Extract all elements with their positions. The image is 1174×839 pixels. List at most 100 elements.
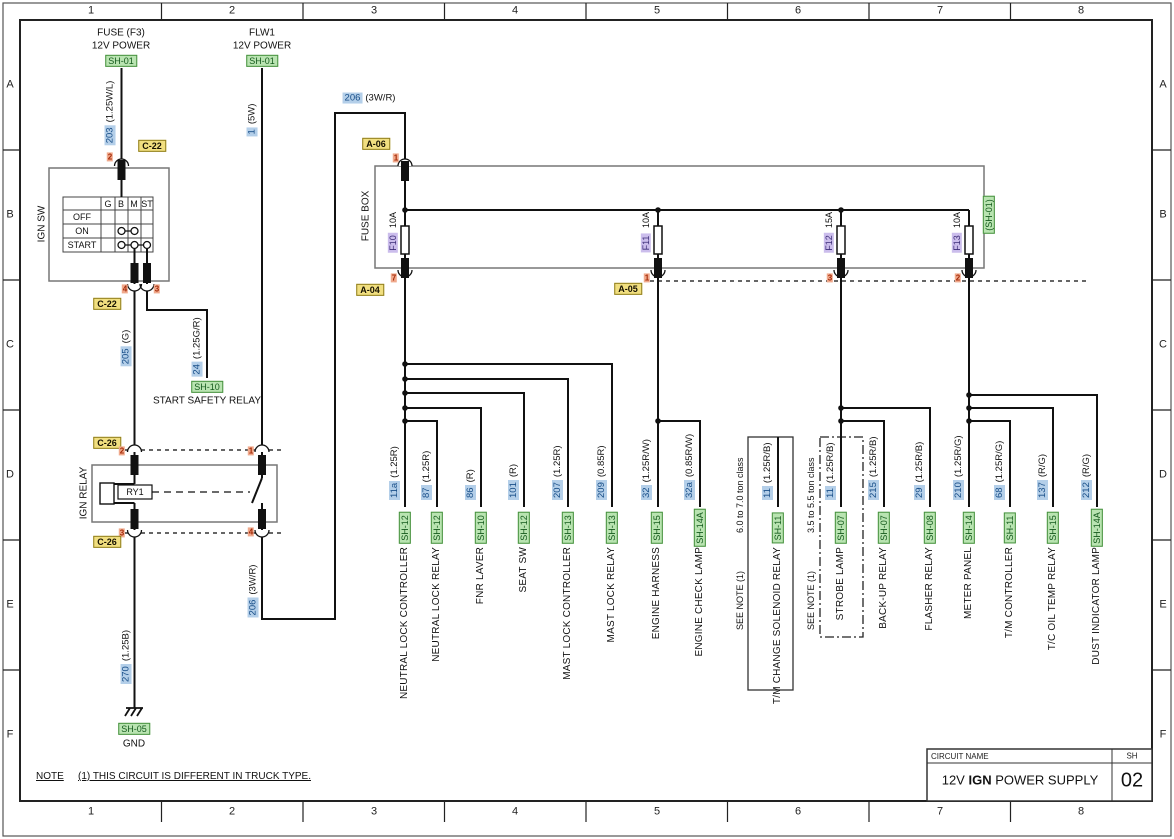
wire-number: 270 [120, 664, 132, 685]
sheet-ref-label: SH-01 [246, 54, 278, 68]
grid-col-label: 4 [511, 805, 519, 818]
wire-number: 1 [246, 127, 258, 137]
component-label: BACK-UP RELAY [878, 547, 889, 629]
title-block-sheet-label: SH [1126, 751, 1138, 761]
drop-wire-label: 11(1.25R/B) [825, 442, 837, 500]
circuit-name-post: POWER SUPPLY [991, 772, 1099, 788]
pin-number: 1 [643, 273, 651, 283]
pin-number: 3 [826, 273, 834, 283]
drop-wire-label: 68(1.25R/G) [994, 441, 1006, 500]
see-note-ref: SEE NOTE (1) [735, 570, 745, 630]
ign-relay-title: IGN RELAY [78, 466, 90, 520]
wire-number: 203 [104, 125, 116, 146]
pin-number: 3 [118, 528, 126, 538]
pin-number: 3 [153, 284, 161, 294]
note-label: NOTE [36, 771, 64, 782]
pin-number: 2 [118, 446, 126, 456]
sheet-ref-label: SH-05 [118, 722, 150, 736]
wire-gauge: (R/G) [1081, 453, 1092, 478]
wire-number: 24 [191, 362, 203, 377]
component-label: SEAT SW [518, 547, 529, 593]
wire-number: 11a [389, 480, 400, 500]
component-label: ENGINE HARNESS [651, 547, 662, 640]
component-label: NEUTRAL LOCK CONTROLLER [399, 547, 410, 700]
wire-gauge: (1.25R) [389, 446, 400, 478]
ground-label: GND [122, 738, 146, 750]
sheet-ref-label: SH-15 [1046, 512, 1060, 544]
component-label: MAST LOCK CONTROLLER [562, 547, 573, 680]
drop-wire-label: 86 (R) [465, 469, 477, 500]
connector-label-c26-bottom: C-26 [93, 535, 121, 549]
fuse-amp: 10A [951, 211, 962, 229]
sheet-number: 02 [1120, 769, 1144, 792]
grid-row-label: A [1159, 78, 1167, 91]
sw-table-col: M [130, 198, 138, 209]
sheet-ref-label: SH-07 [877, 512, 891, 544]
wire-gauge: (1.25R) [421, 450, 432, 483]
wire-number: 32a [684, 480, 695, 500]
source-fuse-f3: FUSE (F3) [97, 27, 145, 39]
sheet-ref-label: SH-12 [398, 512, 412, 544]
component-label: T/C OIL TEMP RELAY [1047, 547, 1058, 651]
wire-number: 209 [596, 480, 607, 500]
sheet-ref-label: SH-12 [430, 512, 444, 544]
grid-row-label: A [6, 78, 14, 91]
grid-row-label: E [1159, 598, 1167, 611]
wire-gauge: (R) [508, 463, 519, 478]
connector-label-c22-top: C-22 [138, 139, 166, 153]
note-text: (1) THIS CIRCUIT IS DIFFERENT IN TRUCK T… [78, 771, 311, 782]
wire-gauge: (1.25W/L) [104, 80, 116, 123]
grid-row-label: F [6, 728, 14, 741]
component-label: T/M CHANGE SOLENOID RELAY [772, 547, 783, 705]
start-safety-relay-label: START SAFETY RELAY [153, 395, 261, 407]
fuse-label: F12 [823, 233, 835, 253]
grid-col-label: 2 [228, 4, 236, 17]
title-block-name-label: CIRCUIT NAME [931, 752, 989, 761]
grid-col-label: 5 [653, 4, 661, 17]
drop-wire-label: 215(1.25R/B) [868, 436, 880, 500]
grid-col-label: 2 [228, 805, 236, 818]
wire-gauge: (R/G) [1037, 453, 1048, 478]
wire-gauge: (1.25R/W) [641, 439, 652, 483]
pin-number: 4 [121, 284, 129, 294]
wire-label-270: 270(1.25B) [120, 630, 133, 685]
grid-col-label: 1 [87, 805, 95, 818]
drop-wire-label: 210(1.25R/G) [953, 435, 965, 500]
circuit-name-bold: IGN [968, 772, 992, 788]
wire-number: 210 [953, 480, 964, 500]
wire-gauge: (3W/R) [247, 564, 259, 595]
source-fuse-f3-sub: 12V POWER [91, 40, 151, 52]
wire-gauge: (3W/R) [365, 92, 396, 104]
wire-gauge: (0.85R/W) [684, 433, 695, 478]
component-label: DUST INDICATOR LAMP [1091, 547, 1102, 665]
sheet-ref-label: SH-11 [1003, 512, 1017, 544]
connector-label-c26-top: C-26 [93, 436, 121, 450]
sheet-ref-label: SH-14A [1090, 509, 1104, 547]
wire-label-206-horizontal: 206(3W/R) [342, 92, 396, 105]
wire-number: 207 [552, 480, 563, 500]
sheet-ref-label: (SH-01) [982, 196, 996, 234]
wire-gauge: (R) [465, 469, 476, 483]
source-flw1: FLW1 [249, 27, 275, 39]
grid-row-label: B [1159, 208, 1167, 221]
wire-gauge: (1.25G/R) [191, 317, 203, 360]
grid-row-label: B [6, 208, 14, 221]
grid-col-label: 1 [87, 4, 95, 17]
grid-row-label: C [1159, 338, 1167, 351]
connector-label-c22-bottom: C-22 [93, 297, 121, 311]
wire-number: 29 [914, 485, 925, 500]
pin-number: 7 [390, 273, 398, 283]
grid-col-label: 5 [653, 805, 661, 818]
wire-number: 206 [342, 92, 363, 104]
wire-number: 86 [465, 485, 476, 500]
grid-col-label: 3 [370, 4, 378, 17]
grid-col-label: 8 [1077, 4, 1085, 17]
component-label: FNR LAVER [475, 547, 486, 605]
sw-table-col: B [117, 198, 125, 209]
drop-wire-label: 11a (1.25R) [389, 446, 401, 500]
wire-number: 87 [421, 485, 432, 500]
drop-wire-label: 87 (1.25R) [421, 450, 433, 500]
circuit-name: 12V IGN POWER SUPPLY [942, 772, 1099, 789]
